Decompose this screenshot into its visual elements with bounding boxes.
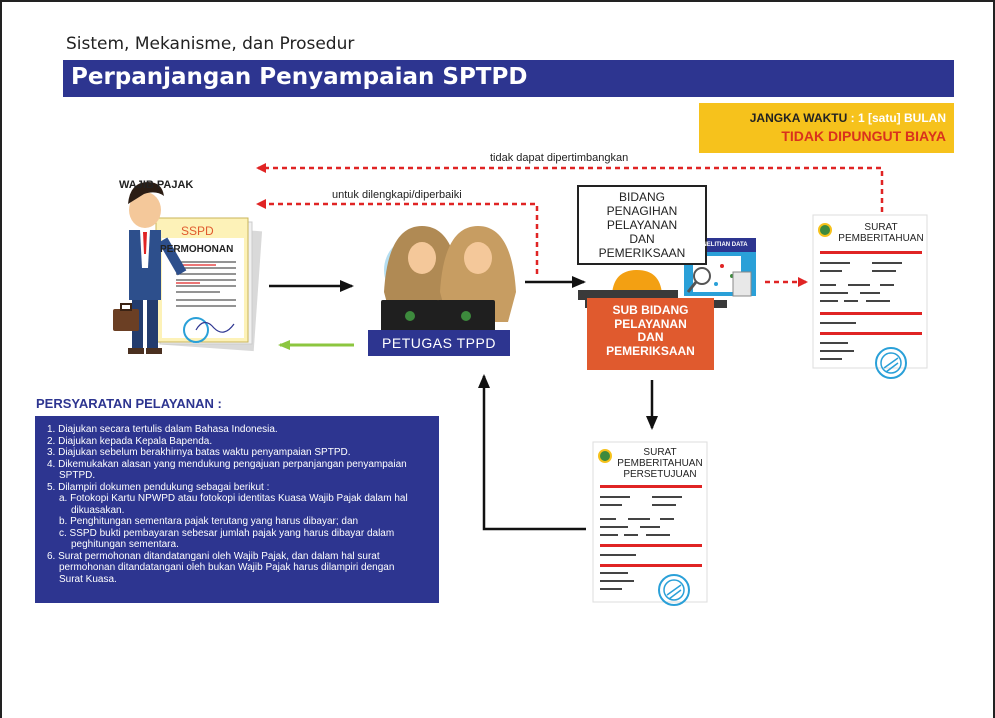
requirement-item: permohonan ditandatangani oleh bukan Waj…	[59, 562, 395, 573]
sspd-label: SSPD	[181, 224, 214, 238]
incomplete-label: untuk dilengkapi/diperbaiki	[332, 189, 462, 201]
duration-value: 1 [satu] BULAN	[857, 111, 946, 125]
requirements-box: 1. Diajukan secara tertulis dalam Bahasa…	[35, 416, 439, 603]
requirement-item: SPTPD.	[59, 470, 96, 481]
page-eyebrow: Sistem, Mekanisme, dan Prosedur	[66, 34, 355, 54]
requirement-subitem: b. Penghitungan sementara pajak terutang…	[59, 516, 359, 527]
requirements-title: PERSYARATAN PELAYANAN :	[36, 396, 222, 411]
duration-box: JANGKA WAKTU : 1 [satu] BULAN TIDAK DIPU…	[699, 103, 954, 153]
requirement-subitem: peghitungan sementara.	[71, 539, 179, 550]
rejected-path	[256, 163, 884, 230]
requirement-item: 4. Dikemukakan alasan yang mendukung pen…	[47, 458, 407, 470]
requirement-item: 1. Diajukan secara tertulis dalam Bahasa…	[47, 424, 278, 435]
approval-document	[592, 441, 708, 606]
taxpayer-label: WAJIB PAJAK	[119, 179, 194, 191]
duration-line: JANGKA WAKTU : 1 [satu] BULAN	[749, 111, 946, 125]
requirement-item: 5. Dilampiri dokumen pendukung sebagai b…	[47, 481, 270, 493]
rejected-label: tidak dapat dipertimbangkan	[490, 152, 629, 164]
requirement-item: Surat Kuasa.	[59, 573, 117, 585]
fee-text: TIDAK DIPUNGUT BIAYA	[781, 128, 946, 144]
requirement-item: 2. Diajukan kepada Kepala Bapenda.	[47, 435, 213, 447]
requirement-subitem: c. SSPD bukti pembayaran sebesar jumlah …	[59, 527, 395, 539]
officer-label: PETUGAS TPPD	[368, 330, 510, 356]
division-label: BIDANG PENAGIHAN PELAYANAN DAN PEMERIKSA…	[577, 185, 707, 265]
officers-figure	[381, 226, 516, 332]
requirement-item: 6. Surat permohonan ditandatangani oleh …	[47, 550, 380, 562]
requirement-subitem: dikuasakan.	[71, 504, 125, 516]
return-path	[478, 374, 586, 531]
application-label: PERMOHONAN	[160, 244, 234, 255]
duration-label: JANGKA WAKTU	[749, 111, 848, 125]
notice-label: SURAT PEMBERITAHUAN	[838, 222, 924, 244]
research-label: PENELITIAN DATA	[694, 242, 748, 248]
title-bar: Perpanjangan Penyampaian SPTPD	[63, 60, 954, 97]
incomplete-path	[256, 199, 539, 274]
taxpayer-figure	[113, 182, 263, 354]
requirement-item: 3. Diajukan sebelum berakhirnya batas wa…	[47, 447, 351, 458]
notice-document	[812, 214, 928, 379]
approval-label: SURAT PEMBERITAHUAN PERSETUJUAN	[617, 447, 703, 480]
subdivision-label: SUB BIDANG PELAYANAN DAN PEMERIKSAAN	[587, 298, 714, 370]
requirement-subitem: a. Fotokopi Kartu NPWPD atau fotokopi id…	[59, 493, 408, 504]
page-title: Perpanjangan Penyampaian SPTPD	[71, 64, 528, 90]
